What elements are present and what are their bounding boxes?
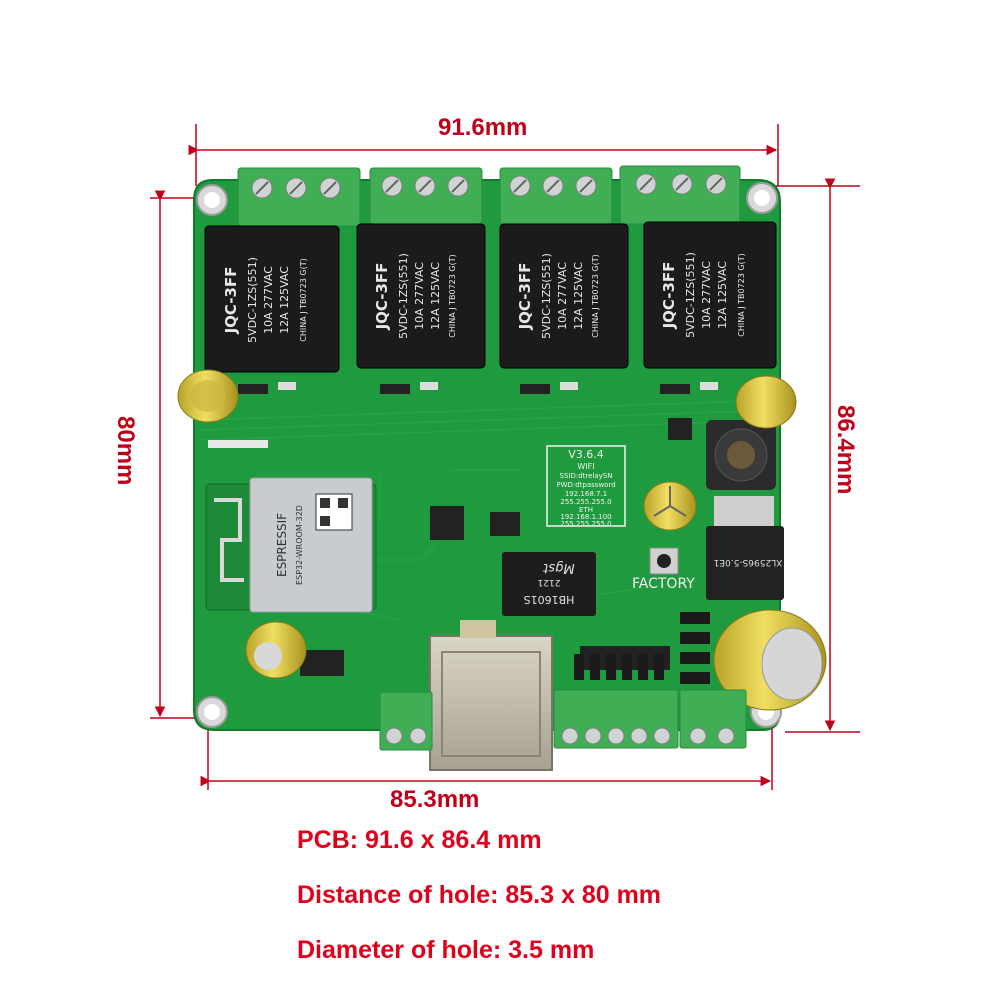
relay-coil: 5VDC-1ZS(551) (397, 253, 410, 339)
board-version: V3.6.4 (568, 448, 604, 461)
regulator-label: XL2596S-5.0E1 (714, 557, 783, 567)
relay-rating-2: 12A 125VAC (716, 261, 729, 329)
bottom-terminal-blocks (379, 689, 747, 751)
relay-rating-2: 12A 125VAC (278, 266, 291, 334)
relay-rating-1: 10A 277VAC (700, 261, 713, 329)
inductor (706, 420, 776, 490)
smd-components (208, 382, 718, 676)
eth-ip: 192.168.1.100 (560, 513, 611, 521)
spec-hole-distance: Distance of hole: 85.3 x 80 mm (297, 881, 662, 909)
eth-chip-brand: Mgst (542, 560, 574, 575)
relay-1: JQC-3FF 5VDC-1ZS(551) 10A 277VAC 12A 125… (204, 225, 340, 373)
relay-coil: 5VDC-1ZS(551) (684, 252, 697, 338)
wifi-info-label: V3.6.4 WIFI SSID:dtrelaySN PWD:dtpasswor… (546, 445, 626, 528)
esp32-module: ESPRESSIF ESP32-WROOM-32D (205, 477, 377, 613)
esp-brand: ESPRESSIF (275, 513, 289, 577)
wifi-mask: 255.255.255.0 (560, 498, 611, 506)
esp-model: ESP32-WROOM-32D (295, 505, 304, 585)
relay-rating-2: 12A 125VAC (572, 262, 585, 330)
spec-hole-diameter: Diameter of hole: 3.5 mm (297, 936, 595, 964)
capacitor-bottom-right (713, 609, 827, 711)
relays: JQC-3FF 5VDC-1ZS(551) 10A 277VAC 12A 125… (204, 221, 777, 373)
eth-chip-code: 2121 (538, 577, 561, 587)
terminal-block-bottom-power (679, 689, 747, 749)
eth-title: ETH (579, 506, 593, 514)
relay-2: JQC-3FF 5VDC-1ZS(551) 10A 277VAC 12A 125… (356, 223, 486, 369)
wifi-ssid: SSID:dtrelaySN (560, 472, 613, 480)
relay-rating-2: 12A 125VAC (429, 262, 442, 330)
capacitor-bottom-left (245, 621, 307, 679)
relay-origin: CHINA J TB0723 G(T) (448, 254, 457, 337)
terminal-block-bottom-left (379, 691, 433, 751)
factory-label: FACTORY (632, 576, 695, 592)
relay-coil: 5VDC-1ZS(551) (246, 257, 259, 343)
top-terminal-blocks (237, 165, 741, 227)
terminal-block-bottom-io (553, 689, 679, 749)
wifi-title: WIFI (577, 462, 594, 471)
relay-model: JQC-3FF (516, 263, 534, 331)
relay-4: JQC-3FF 5VDC-1ZS(551) 10A 277VAC 12A 125… (643, 221, 777, 369)
dimension-bottom-width: 85.3mm (390, 786, 480, 813)
capacitor-top-right (735, 375, 797, 429)
wifi-password: PWD:dtpassword (556, 481, 615, 489)
eth-chip-model: HB1601S (524, 593, 575, 606)
factory-reset-button: FACTORY (632, 547, 695, 592)
relay-rating-1: 10A 277VAC (556, 262, 569, 330)
spec-pcb-size: PCB: 91.6 x 86.4 mm (297, 826, 542, 854)
capacitors (177, 369, 827, 711)
relay-model: JQC-3FF (660, 262, 678, 330)
relay-3: JQC-3FF 5VDC-1ZS(551) 10A 277VAC 12A 125… (499, 223, 629, 369)
ethernet-transformer: HB1601S 2121 Mgst (502, 552, 596, 616)
dimension-lines (150, 124, 860, 790)
voltage-regulator: XL2596S-5.0E1 (706, 496, 784, 600)
dimension-left-height: 80mm (112, 416, 139, 486)
terminal-block-relay-3 (499, 167, 613, 225)
terminal-block-relay-2 (369, 167, 483, 225)
capacitor-mid (643, 481, 697, 531)
dimension-top-width: 91.6mm (438, 114, 528, 141)
terminal-block-relay-4 (619, 165, 741, 225)
relay-model: JQC-3FF (222, 267, 240, 335)
relay-coil: 5VDC-1ZS(551) (540, 253, 553, 339)
diode-array (574, 612, 710, 684)
relay-rating-1: 10A 277VAC (413, 262, 426, 330)
relay-rating-1: 10A 277VAC (262, 266, 275, 334)
eth-mask: 255.255.255.0 (560, 520, 611, 528)
relay-origin: CHINA J TB0723 G(T) (299, 258, 308, 341)
mounting-holes (196, 182, 782, 728)
wifi-ip: 192.168.7.1 (565, 490, 607, 498)
dimension-right-height: 86.4mm (832, 405, 859, 495)
relay-model: JQC-3FF (373, 263, 391, 331)
terminal-block-relay-1 (237, 167, 361, 227)
relay-origin: CHINA J TB0723 G(T) (591, 254, 600, 337)
relay-origin: CHINA J TB0723 G(T) (737, 253, 746, 336)
capacitor-top-left (177, 369, 239, 423)
rj45-connector (429, 620, 553, 771)
